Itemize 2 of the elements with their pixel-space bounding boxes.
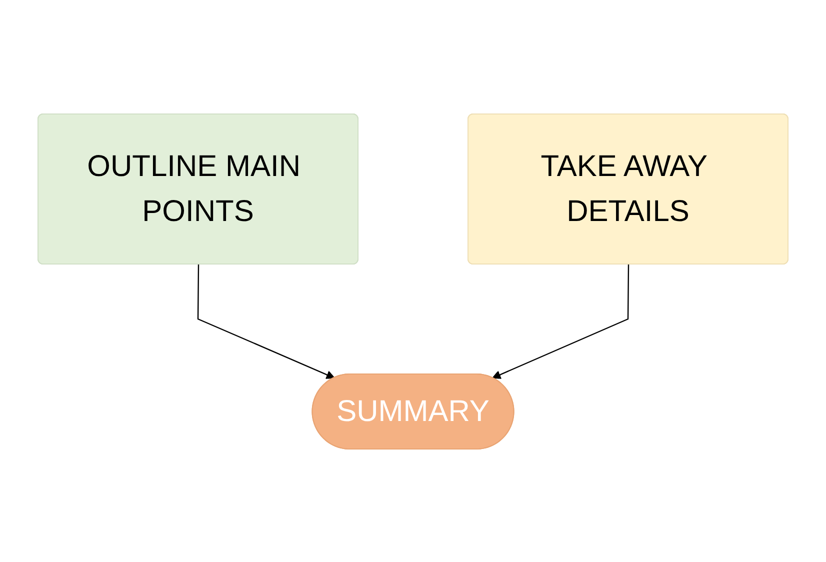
arrow: [492, 264, 630, 378]
arrow: [197, 264, 335, 378]
